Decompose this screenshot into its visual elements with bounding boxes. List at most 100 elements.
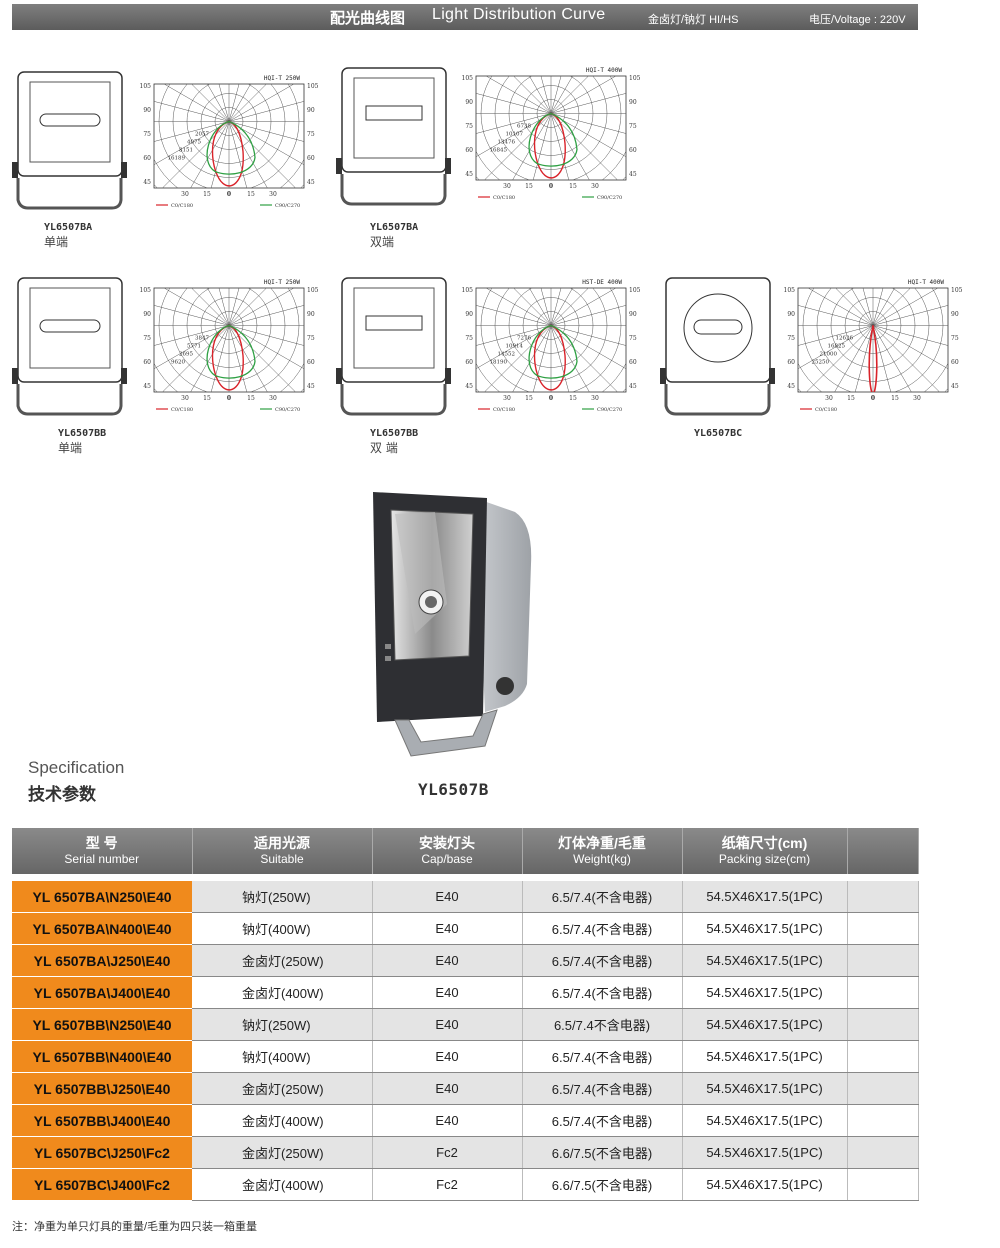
spec-cell-packing: 54.5X46X17.5(1PC): [682, 1072, 848, 1105]
angle-label-bottom: 30: [591, 183, 599, 190]
spec-cell-model: YL 6507BB\J400\E40: [12, 1104, 192, 1137]
spec-cell-spacer: [847, 881, 919, 913]
spec-cell-source: 钠灯(400W): [192, 912, 373, 945]
intensity-label: 6738: [517, 123, 531, 129]
legend-label: C0/C180: [493, 407, 515, 413]
spec-cell-source: 金卤灯(250W): [192, 1072, 373, 1105]
spec-cell-source: 钠灯(400W): [192, 1040, 373, 1073]
lamp-drawing: [336, 277, 451, 416]
spec-cell-weight: 6.5/7.4(不含电器): [522, 1104, 683, 1137]
spec-cell-model: YL 6507BB\N250\E40: [12, 1008, 192, 1041]
spec-cell-cap: E40: [372, 944, 523, 977]
spec-cell-weight: 6.5/7.4(不含电器): [522, 1072, 683, 1105]
legend-label: C0/C180: [493, 195, 515, 201]
chart-title: HQI-T 250W: [264, 279, 301, 286]
angle-label-bottom: 30: [269, 395, 277, 402]
angle-label-right: 90: [307, 311, 315, 318]
intensity-label: 10914: [506, 343, 524, 349]
spec-cell-model: YL 6507BA\N400\E40: [12, 912, 192, 945]
spec-cell-weight: 6.5/7.4(不含电器): [522, 912, 683, 945]
lamp-drawing: [12, 71, 127, 210]
spec-cell-packing: 54.5X46X17.5(1PC): [682, 881, 848, 913]
angle-label-left: 60: [143, 155, 151, 162]
angle-label-left: 75: [143, 335, 151, 342]
product-photo: [373, 492, 532, 757]
spec-cell-packing: 54.5X46X17.5(1PC): [682, 944, 848, 977]
spec-cell-source: 钠灯(250W): [192, 1008, 373, 1041]
spec-cell-source: 金卤灯(400W): [192, 1104, 373, 1137]
legend-label: C90/C270: [597, 195, 622, 201]
header-lamp-type: 金卤灯/钠灯 HI/HS: [648, 14, 739, 26]
spec-cell-spacer: [847, 944, 919, 977]
lamp-variant-label: 单端: [44, 235, 69, 249]
angle-label-left: 105: [784, 287, 795, 294]
angle-label-right: 75: [951, 335, 959, 342]
spec-title-zh: 技术参数: [28, 785, 96, 804]
angle-label-bottom: 30: [825, 395, 833, 402]
angle-label-left: 60: [787, 359, 795, 366]
angle-label-bottom: 30: [269, 191, 277, 198]
spec-title-en: Specification: [28, 758, 125, 777]
intensity-label: 21000: [820, 351, 838, 357]
header-title-zh: 配光曲线图: [330, 10, 406, 27]
spec-cell-cap: E40: [372, 1008, 523, 1041]
header-voltage: 电压/Voltage : 220V: [809, 14, 906, 26]
angle-label-right: 105: [629, 75, 641, 82]
angle-label-right: 60: [307, 155, 315, 162]
angle-label-right: 90: [951, 311, 959, 318]
angle-label-bottom: 0: [227, 191, 231, 198]
spec-cell-spacer: [847, 1104, 919, 1137]
angle-label-left: 90: [787, 311, 795, 318]
angle-label-right: 45: [307, 383, 315, 390]
lamp-variant-label: 单端: [58, 441, 83, 455]
angle-label-left: 90: [465, 311, 473, 318]
angle-label-bottom: 15: [203, 191, 211, 198]
angle-label-right: 45: [629, 171, 637, 178]
angle-label-bottom: 30: [181, 191, 189, 198]
angle-label-left: 60: [143, 359, 151, 366]
angle-label-bottom: 30: [913, 395, 921, 402]
spec-cell-model: YL 6507BA\N250\E40: [12, 881, 192, 913]
angle-label-left: 105: [140, 83, 151, 90]
angle-label-bottom: 15: [847, 395, 855, 402]
legend-label: C0/C180: [171, 407, 193, 413]
lamp-model-label: YL6507BA: [370, 222, 419, 233]
angle-label-right: 60: [629, 147, 637, 154]
spec-cell-source: 金卤灯(400W): [192, 1168, 373, 1201]
angle-label-bottom: 0: [549, 183, 553, 190]
spec-cell-cap: Fc2: [372, 1168, 523, 1201]
spec-cell-spacer: [847, 1136, 919, 1169]
angle-label-left: 105: [140, 287, 151, 294]
spec-cell-source: 钠灯(250W): [192, 881, 373, 913]
spec-cell-spacer: [847, 1168, 919, 1201]
spec-cell-packing: 54.5X46X17.5(1PC): [682, 1168, 848, 1201]
spec-cell-spacer: [847, 912, 919, 945]
angle-label-left: 90: [143, 107, 151, 114]
lamp-variant-label: 双端: [370, 235, 395, 249]
angle-label-left: 90: [465, 99, 473, 106]
header-title-en: Light Distribution Curve: [432, 6, 606, 23]
chart-title: HQI-T 400W: [586, 67, 623, 74]
intensity-label: 5771: [187, 343, 201, 349]
chart-title: HST-DE 400W: [582, 279, 622, 286]
angle-label-right: 90: [629, 311, 637, 318]
legend-label: C0/C180: [171, 203, 193, 209]
angle-label-left: 75: [465, 123, 473, 130]
angle-label-right: 75: [307, 131, 315, 138]
angle-label-right: 60: [629, 359, 637, 366]
intensity-label: 12626: [836, 335, 854, 341]
spec-cell-model: YL 6507BC\J400\Fc2: [12, 1168, 192, 1201]
spec-cell-packing: 54.5X46X17.5(1PC): [682, 1008, 848, 1041]
intensity-label: 4075: [187, 139, 201, 145]
angle-label-bottom: 15: [247, 395, 255, 402]
angle-label-right: 90: [307, 107, 315, 114]
spec-cell-cap: E40: [372, 1104, 523, 1137]
